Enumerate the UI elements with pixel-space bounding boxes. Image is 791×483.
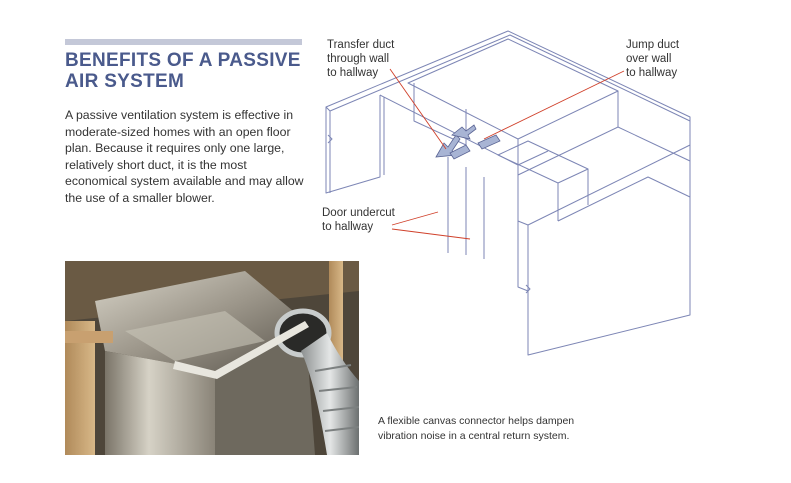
door-leader-1 <box>391 211 439 226</box>
heading-rule <box>65 39 302 45</box>
door-frame <box>447 157 485 259</box>
duct-photo-illustration <box>65 261 359 455</box>
front-wall <box>527 144 691 226</box>
hallway-wall <box>379 94 519 287</box>
register-icon <box>477 134 501 150</box>
section-heading: BENEFITS OF A PASSIVE AIR SYSTEM <box>65 50 301 92</box>
door-leader-2 <box>391 228 471 240</box>
leader-lines <box>389 68 625 240</box>
jump-leader <box>483 70 625 140</box>
photo-caption: A flexible canvas connector helps dampen… <box>378 415 575 442</box>
house-cutaway-diagram <box>325 30 691 356</box>
door-undercut-callout: Door undercut to hallway <box>322 207 395 233</box>
duct-arrows <box>435 124 501 160</box>
transfer-leader <box>389 68 447 150</box>
duct-photo <box>65 261 359 455</box>
left-wall <box>325 95 381 194</box>
body-paragraph: A passive ventilation system is effectiv… <box>65 108 304 205</box>
jump-duct-arrow <box>451 124 477 140</box>
transfer-duct-callout: Transfer duct through wall to hallway <box>327 39 395 79</box>
jump-duct-callout: Jump duct over wall to hallway <box>626 39 680 79</box>
